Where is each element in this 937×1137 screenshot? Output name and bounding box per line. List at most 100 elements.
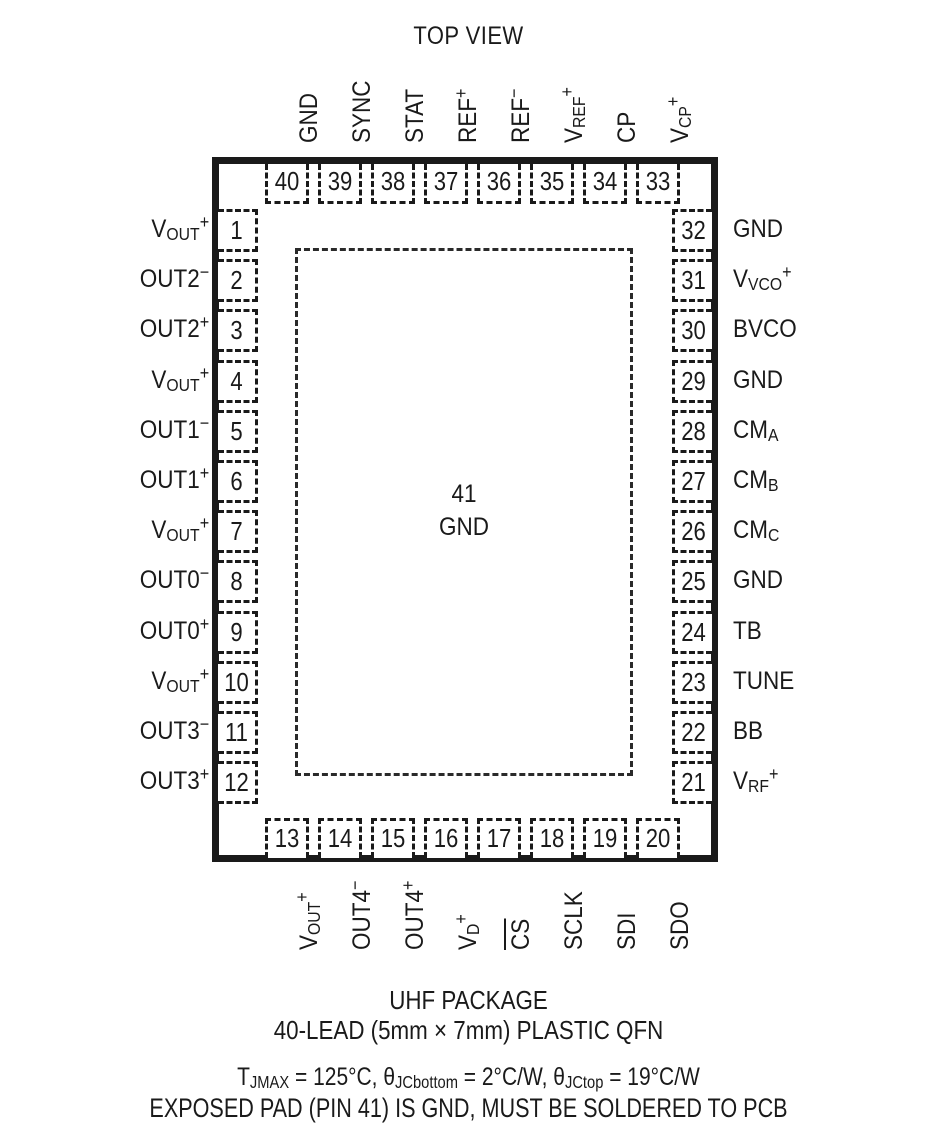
pin-box-36: 36	[477, 164, 521, 204]
pin-label-25: GND	[733, 566, 784, 595]
pin-box-27: 27	[672, 460, 712, 503]
pin-box-18: 18	[530, 818, 574, 858]
pin-box-14: 14	[318, 818, 362, 858]
pin-label-2: OUT2−	[139, 262, 209, 294]
pin-label-30: BVCO	[733, 315, 797, 344]
pin-label-3: OUT2+	[139, 312, 209, 344]
pin-number-3: 3	[230, 315, 243, 346]
pin-box-1: 1	[218, 209, 258, 252]
pin-number-21: 21	[681, 767, 706, 798]
thermal-spec: TJMAX = 125°C, θJCbottom = 2°C/W, θJCtop…	[237, 1063, 700, 1093]
pin-number-37: 37	[433, 166, 459, 196]
pin-label-12: OUT3+	[139, 764, 209, 796]
pin-number-25: 25	[681, 566, 706, 597]
pin-box-39: 39	[318, 164, 362, 204]
pin-box-40: 40	[265, 164, 309, 204]
pin-box-30: 30	[672, 309, 712, 353]
pin-label-24: TB	[733, 616, 762, 645]
pin-number-23: 23	[681, 666, 706, 697]
pin-number-34: 34	[592, 166, 618, 196]
pin-box-29: 29	[672, 359, 712, 403]
pin-number-6: 6	[230, 466, 243, 496]
pin-number-39: 39	[327, 166, 353, 196]
pin-number-32: 32	[681, 215, 706, 245]
pin-box-11: 11	[218, 711, 258, 754]
pin-number-24: 24	[681, 616, 706, 647]
pin-label-26: CMC	[733, 516, 780, 546]
pin-box-13: 13	[265, 818, 309, 858]
pin-label-14: OUT4−	[345, 880, 376, 950]
pin-label-1: VOUT+	[151, 212, 209, 245]
pin-box-32: 32	[672, 209, 712, 252]
pin-box-28: 28	[672, 409, 712, 453]
pin-number-20: 20	[645, 823, 671, 853]
pin-number-2: 2	[230, 265, 243, 296]
pin-label-29: GND	[733, 365, 784, 394]
pin-box-37: 37	[424, 164, 468, 204]
pin-box-20: 20	[636, 818, 680, 858]
pin-label-39: SYNC	[348, 80, 376, 143]
pin-number-13: 13	[274, 823, 300, 853]
pin-box-8: 8	[218, 560, 258, 604]
pin-box-17: 17	[477, 818, 521, 858]
pin-number-22: 22	[681, 717, 706, 747]
pin-label-8: OUT0−	[139, 563, 209, 595]
exposed-pad-outline	[295, 248, 633, 776]
pin-label-36: REF−	[504, 88, 535, 143]
pin-number-16: 16	[433, 823, 459, 853]
pin-number-26: 26	[681, 516, 706, 547]
pin-number-17: 17	[486, 823, 512, 853]
pin-box-16: 16	[424, 818, 468, 858]
pin-number-5: 5	[230, 415, 243, 446]
pin-label-6: OUT1+	[139, 463, 209, 494]
pin-label-21: VRF+	[733, 764, 779, 797]
pin-box-4: 4	[218, 359, 258, 403]
exposed-pad-label: 41 GND	[312, 478, 616, 544]
pin-box-22: 22	[672, 711, 712, 754]
pin-label-34: CP	[613, 111, 641, 143]
pin-number-1: 1	[230, 215, 243, 245]
pin-label-13: VOUT+	[292, 892, 325, 950]
pin-box-10: 10	[218, 660, 258, 704]
pin-label-37: REF+	[451, 88, 482, 143]
pin-box-35: 35	[530, 164, 574, 204]
pin-number-19: 19	[592, 823, 618, 853]
pin-number-14: 14	[327, 823, 353, 853]
pin-number-11: 11	[225, 717, 248, 747]
pin-number-40: 40	[274, 166, 300, 196]
pin-number-38: 38	[380, 166, 406, 196]
pin-number-4: 4	[230, 365, 243, 396]
pin-number-12: 12	[224, 767, 249, 798]
pin-box-9: 9	[218, 610, 258, 654]
pin-label-16: VD+	[451, 914, 484, 950]
pin-number-28: 28	[681, 415, 706, 446]
pin-label-18: SCLK	[560, 891, 588, 950]
exposed-pad-note: EXPOSED PAD (PIN 41) IS GND, MUST BE SOL…	[149, 1093, 788, 1123]
pin-box-33: 33	[636, 164, 680, 204]
pin-label-32: GND	[733, 215, 784, 243]
pin-label-7: VOUT+	[151, 513, 209, 546]
pin-label-10: VOUT+	[151, 663, 209, 696]
pin-label-28: CMA	[733, 415, 779, 445]
pin-label-22: BB	[733, 717, 764, 745]
pin-label-20: SDO	[666, 901, 694, 950]
pin-label-38: STAT	[401, 88, 429, 143]
pin-number-15: 15	[380, 823, 406, 853]
pin-number-33: 33	[645, 166, 671, 196]
pin-label-9: OUT0+	[139, 613, 209, 645]
pin-box-19: 19	[583, 818, 627, 858]
pin-box-12: 12	[218, 761, 258, 805]
pin-box-34: 34	[583, 164, 627, 204]
package-description: 40-LEAD (5mm × 7mm) PLASTIC QFN	[273, 1015, 664, 1045]
pin-label-19: SDI	[613, 912, 641, 950]
pin-label-27: CMB	[733, 466, 779, 496]
pin-box-5: 5	[218, 409, 258, 453]
exposed-pad-net: GND	[438, 513, 490, 541]
pin-label-35: VREF+	[557, 87, 590, 143]
pin-number-18: 18	[539, 823, 565, 853]
pin-box-21: 21	[672, 761, 712, 805]
pin-number-30: 30	[681, 315, 706, 346]
pin-number-9: 9	[230, 616, 243, 647]
pin-box-6: 6	[218, 460, 258, 503]
pin-number-7: 7	[230, 516, 243, 547]
